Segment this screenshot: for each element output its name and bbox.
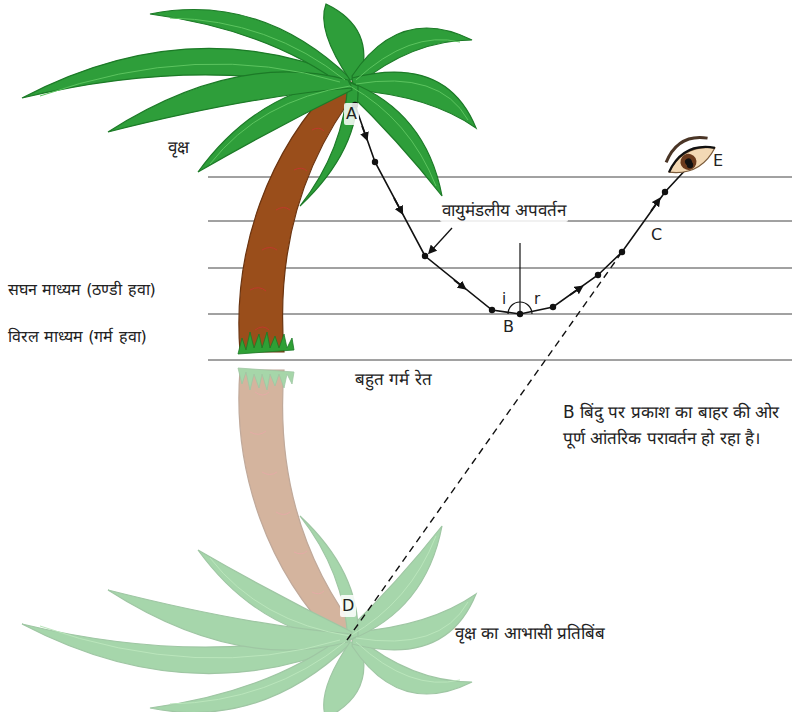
medium-label: सघन माध्यम (ठण्डी हवा) xyxy=(8,279,156,301)
point-letter: E xyxy=(713,150,723,172)
tree-label: वृक्ष xyxy=(168,136,189,159)
point-letter: B xyxy=(503,316,514,338)
callout-label: वायुमंडलीय अपवर्तन xyxy=(440,199,568,222)
image-label: वृक्ष का आभासी प्रतिबिंब xyxy=(455,622,605,645)
point-letter: D xyxy=(340,595,356,617)
note-text: B बिंदु पर प्रकाश का बाहर की ओर पूर्ण आं… xyxy=(563,400,791,451)
angle-letter: i xyxy=(502,289,506,309)
point-letter: C xyxy=(651,224,662,246)
angle-letter: r xyxy=(534,289,540,309)
medium-label: विरल माध्यम (गर्म हवा) xyxy=(8,326,147,348)
sand-label: बहुत गर्म रेत xyxy=(355,368,432,391)
point-letter: A xyxy=(344,103,359,125)
